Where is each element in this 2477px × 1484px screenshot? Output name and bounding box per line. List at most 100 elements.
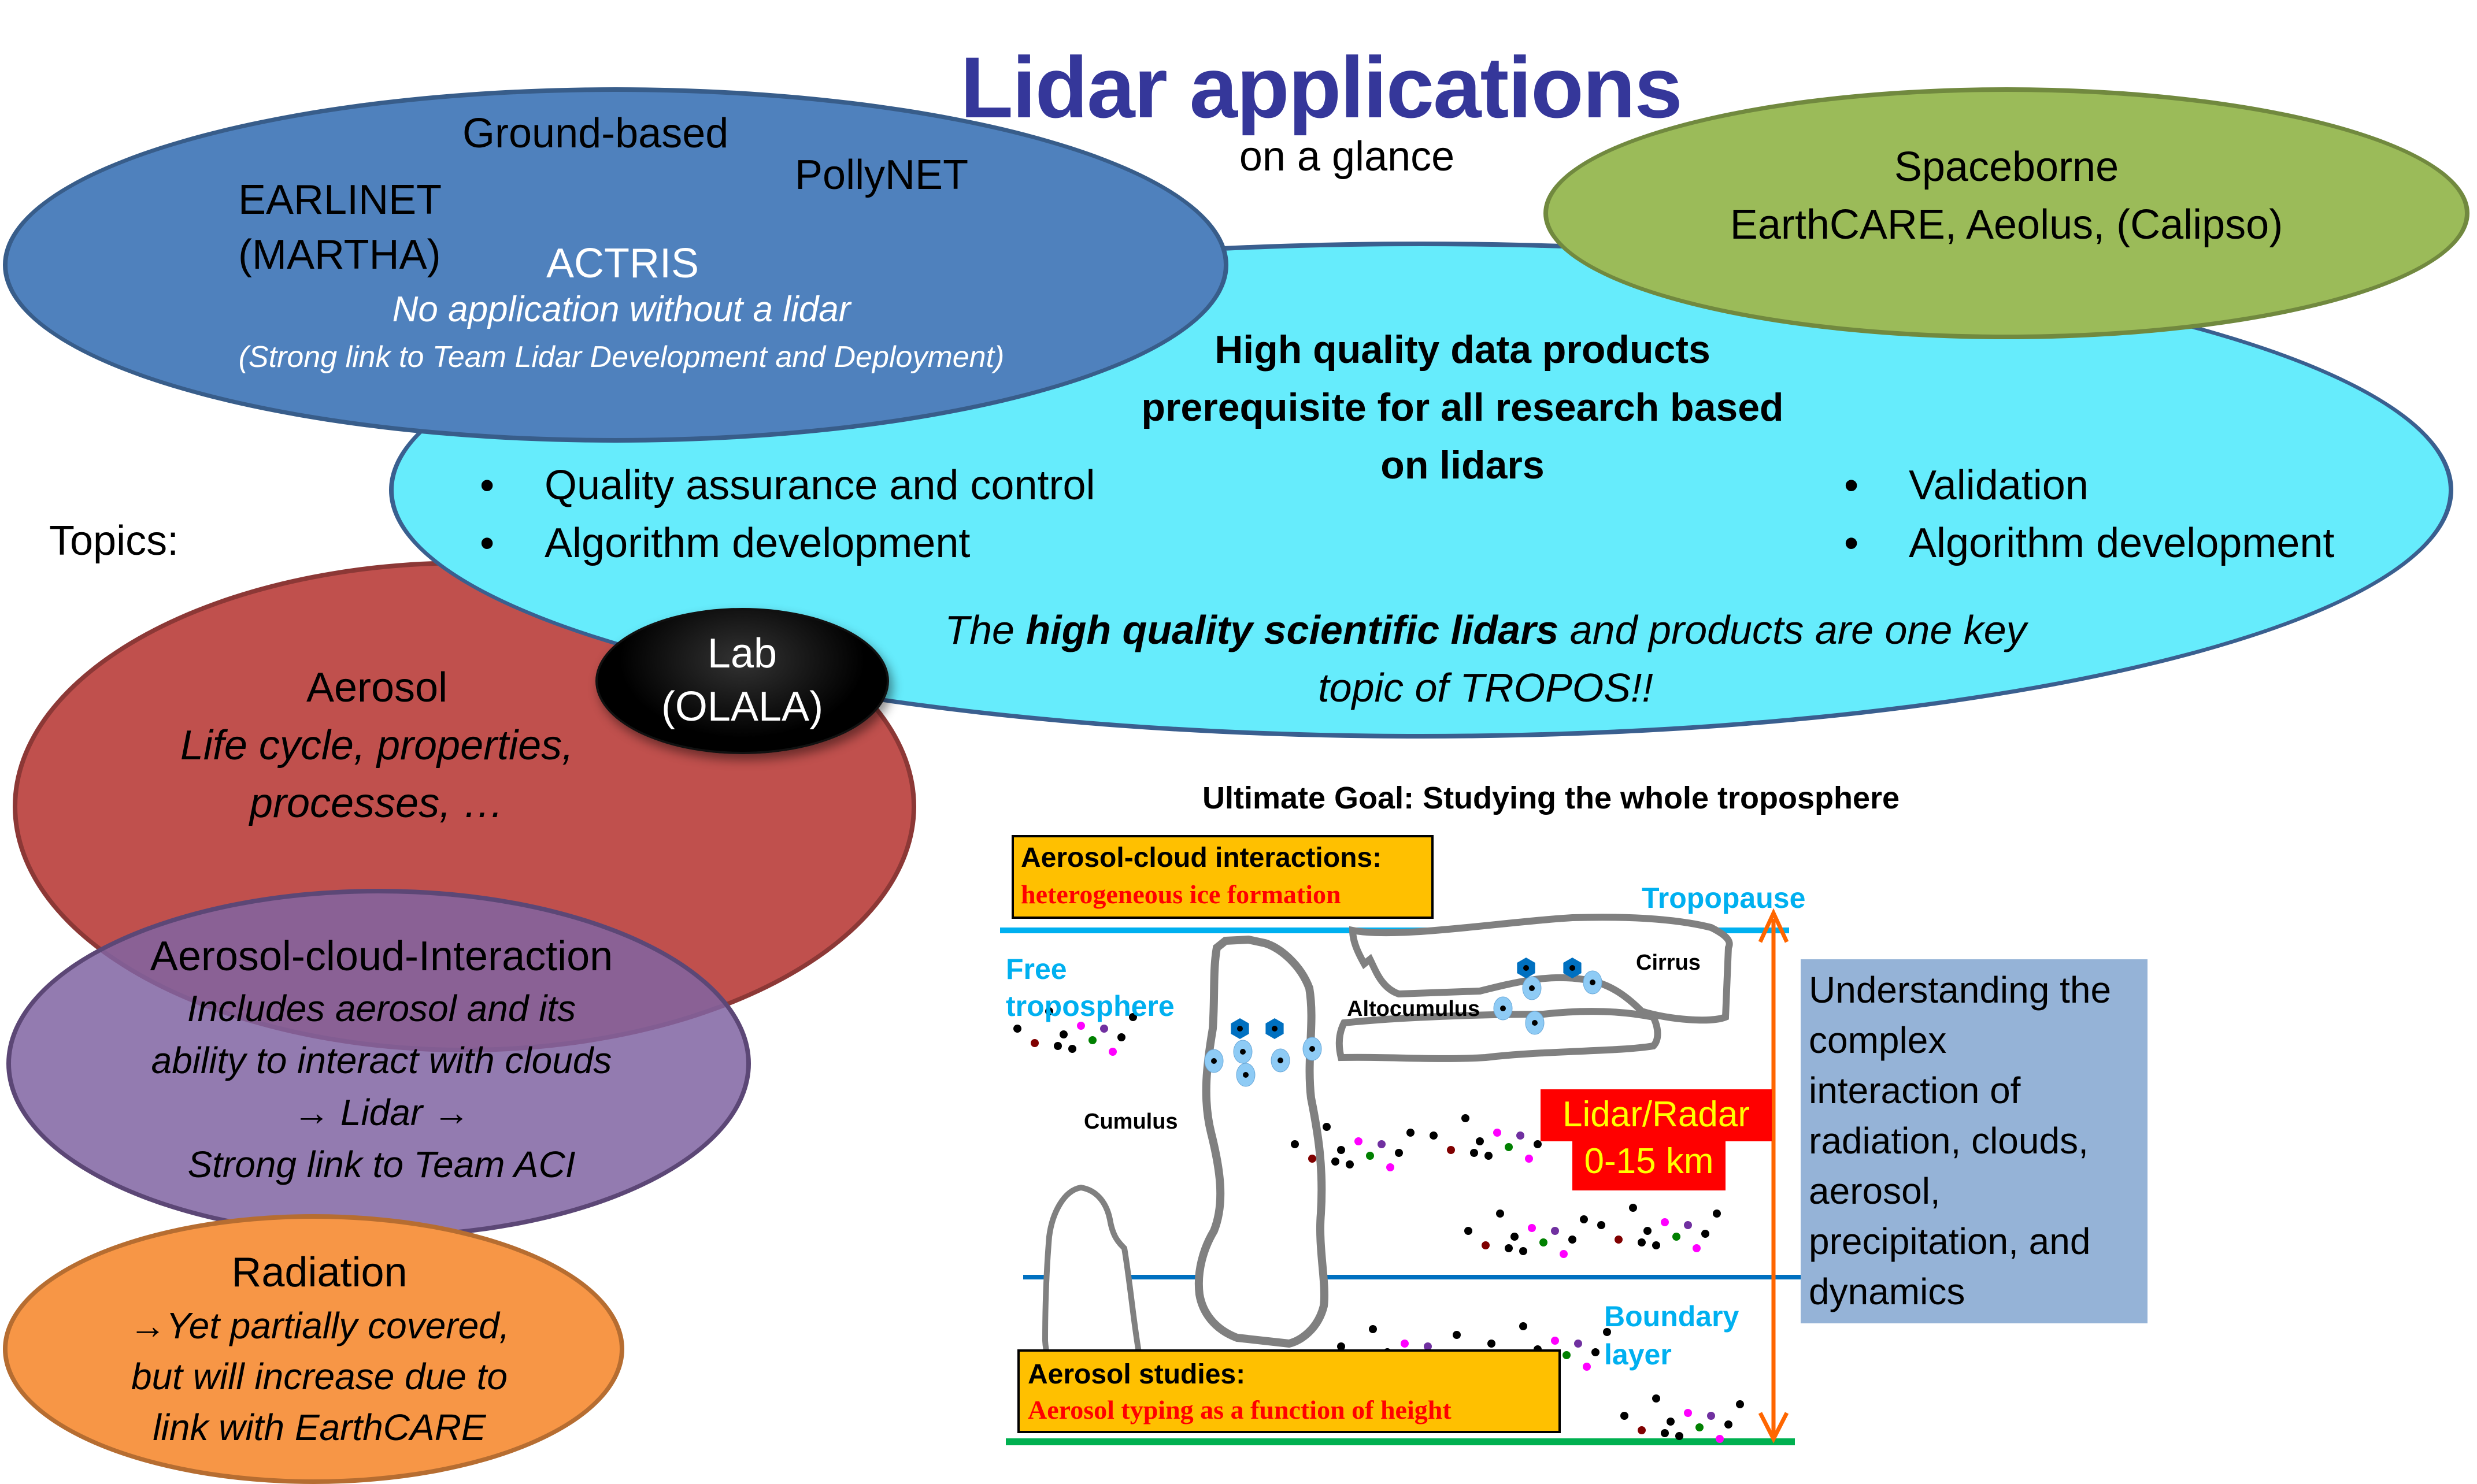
bullet-icon: •	[1844, 520, 1859, 566]
aerosol-particle	[1291, 1140, 1299, 1148]
aerosol-particle	[1638, 1238, 1646, 1246]
page-subtitle: on a glance	[1239, 133, 1455, 180]
arrow-head-down	[1758, 1412, 1789, 1444]
aerosol-particle	[1346, 1160, 1354, 1168]
bullet-item: •Algorithm development	[1844, 514, 2334, 572]
droplet-nucleus	[1243, 1072, 1249, 1078]
aerosol-particle	[1539, 1238, 1547, 1246]
heading-line: High quality data products	[1215, 328, 1710, 372]
right-bullet-list: •Validation •Algorithm development	[1844, 457, 2334, 572]
aerosol-particle	[1464, 1227, 1472, 1235]
heading-line: prerequisite for all research based	[1141, 385, 1784, 429]
aerosol-particle	[1470, 1149, 1478, 1157]
bullet-item: •Validation	[1844, 457, 2334, 514]
aerosol-particle	[1661, 1429, 1669, 1437]
aerosol-box-subtitle: Aerosol typing as a function of height	[1028, 1395, 1452, 1424]
droplet-nucleus	[1278, 1058, 1283, 1063]
cirrus-cloud	[1349, 914, 1733, 1024]
aerosol-particle	[1493, 1129, 1501, 1137]
aerosol-particle	[1525, 1155, 1533, 1163]
aerosol-particle	[1701, 1230, 1709, 1238]
aerosol-particle	[1563, 1351, 1571, 1359]
ground-based-link: (Strong link to Team Lidar Development a…	[238, 340, 1005, 374]
aerosol-particle	[1482, 1241, 1490, 1249]
spaceborne-ellipse	[1543, 87, 2469, 339]
aerosol-particle	[1331, 1157, 1339, 1166]
ice-nucleus	[1523, 965, 1529, 971]
spaceborne-heading: Spaceborne	[1894, 144, 2119, 190]
radiation-title: Radiation	[231, 1249, 408, 1296]
aerosol-particle	[1013, 1025, 1021, 1033]
aerosol-particle	[1337, 1342, 1345, 1351]
aerosol-particle	[1551, 1337, 1559, 1345]
bullet-item: •Quality assurance and control	[480, 457, 1095, 514]
aerosol-particle	[1638, 1426, 1646, 1434]
aerosol-particle	[1100, 1025, 1108, 1033]
aerosol-particle	[1684, 1221, 1692, 1229]
bullet-icon: •	[480, 520, 495, 566]
aerosol-particle	[1716, 1435, 1724, 1443]
aerosol-particle	[1519, 1247, 1527, 1255]
bullet-icon: •	[480, 462, 495, 509]
aerosol-particle	[1354, 1137, 1362, 1145]
lab-ellipse	[595, 608, 889, 754]
aerosol-particle	[1401, 1340, 1409, 1348]
aerosol-particle	[1643, 1227, 1652, 1235]
droplet-nucleus	[1529, 985, 1535, 991]
aerosol-particle	[1077, 1022, 1085, 1030]
aerosol-particle	[1516, 1131, 1524, 1140]
aci-interactions-box: Aerosol-cloud interactions: heterogeneou…	[1012, 835, 1434, 919]
aerosol-particle	[1386, 1163, 1394, 1171]
aerosol-particle	[1308, 1155, 1316, 1163]
aerosol-particle	[1117, 1033, 1125, 1041]
aerosol-studies-box: Aerosol studies: Aerosol typing as a fun…	[1017, 1349, 1561, 1433]
radiation-ellipse	[3, 1214, 624, 1484]
tropos-statement: The high quality scientific lidars and p…	[945, 607, 2027, 710]
aerosol-particle	[1652, 1241, 1660, 1249]
earlinet-label: EARLINET	[238, 177, 442, 223]
aerosol-particle	[1620, 1412, 1628, 1420]
actris-label: ACTRIS	[546, 240, 699, 287]
aerosol-box-title: Aerosol studies:	[1028, 1359, 1246, 1390]
aerosol-particle	[1684, 1409, 1692, 1417]
lab-label: Lab (OLALA)	[661, 630, 824, 730]
ice-nucleus	[1237, 1026, 1243, 1032]
ice-nucleus	[1272, 1026, 1278, 1032]
aerosol-particle	[1430, 1131, 1438, 1140]
aerosol-particle	[1323, 1123, 1331, 1131]
radiation-topic: Radiation →Yet partially covered, but wi…	[3, 1245, 636, 1453]
aerosol-particle	[1736, 1400, 1744, 1408]
aerosol-particle	[1054, 1042, 1062, 1050]
aerosol-particle	[1693, 1244, 1701, 1252]
aerosol-title: Aerosol	[306, 665, 448, 711]
aerosol-particle	[1603, 1328, 1611, 1336]
aerosol-particle	[1484, 1152, 1493, 1160]
pollynet-label: PollyNET	[795, 152, 969, 198]
ground-based-ellipse	[3, 87, 1228, 443]
aerosol-particle	[1487, 1340, 1495, 1348]
topics-label: Topics:	[49, 518, 179, 564]
droplet-nucleus	[1309, 1046, 1315, 1052]
aerosol-particle	[1534, 1140, 1542, 1148]
tropopause-label: Tropopause	[1642, 882, 1806, 914]
aerosol-particle	[1713, 1210, 1721, 1218]
aerosol-particle	[1045, 1007, 1053, 1015]
aci-box-title: Aerosol-cloud interactions:	[1021, 843, 1382, 873]
ground-based-note: No application without a lidar	[392, 290, 851, 329]
aci-topic: Aerosol-cloud-Interaction Includes aeros…	[35, 930, 728, 1190]
aerosol-particle	[1378, 1140, 1386, 1148]
aerosol-particle	[1661, 1218, 1669, 1226]
aci-title: Aerosol-cloud-Interaction	[150, 933, 613, 980]
diagram-title: Ultimate Goal: Studying the whole tropos…	[1202, 781, 1900, 815]
aerosol-particle	[1461, 1114, 1469, 1122]
droplet-nucleus	[1211, 1058, 1217, 1064]
aerosol-particle	[1672, 1233, 1680, 1241]
bullet-icon: •	[1844, 462, 1859, 509]
aerosol-particle	[1424, 1342, 1432, 1351]
aerosol-particle	[1629, 1204, 1637, 1212]
aerosol-particle	[1129, 1013, 1137, 1021]
small-cumulus-cloud	[1042, 1184, 1142, 1405]
ice-nucleus	[1569, 965, 1575, 971]
troposphere-diagram: Ultimate Goal: Studying the whole tropos…	[994, 774, 2463, 1468]
cumulus-label: Cumulus	[1084, 1110, 1178, 1134]
